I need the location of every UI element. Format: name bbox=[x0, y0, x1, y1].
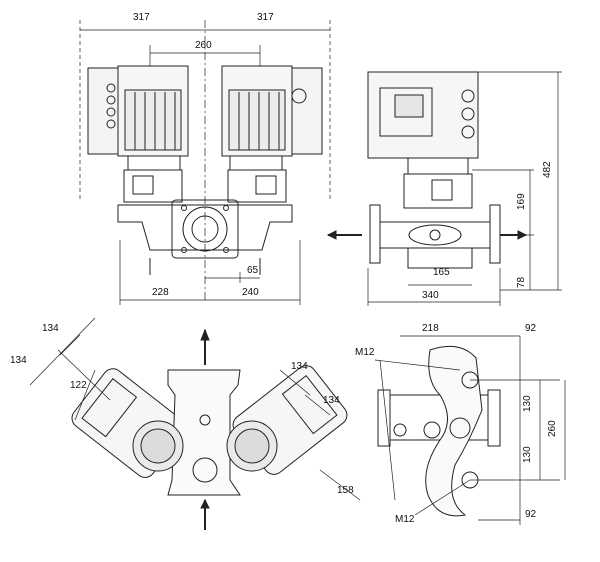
dim-length: 340 bbox=[422, 290, 439, 301]
dim-foot-width-right-top: 92 bbox=[525, 323, 537, 334]
dim-base-right: 240 bbox=[242, 287, 259, 298]
dim-flange-offset: 165 bbox=[433, 267, 450, 278]
dim-motor-width-a: 134 bbox=[42, 323, 59, 334]
dim-base-height: 78 bbox=[516, 276, 527, 288]
top-view bbox=[29, 317, 361, 530]
dim-motor-depth: 122 bbox=[70, 380, 87, 391]
dim-right-length: 158 bbox=[337, 485, 354, 496]
side-view bbox=[326, 71, 562, 306]
dim-motor-width-b: 134 bbox=[10, 355, 27, 366]
dim-right-width-a: 134 bbox=[291, 361, 308, 372]
label-bolt-top: M12 bbox=[355, 347, 375, 358]
dim-foot-half-bottom: 130 bbox=[522, 446, 533, 463]
dim-foot-width-right-bottom: 92 bbox=[525, 509, 537, 520]
dim-right-width-b: 134 bbox=[323, 395, 340, 406]
foot-view bbox=[374, 335, 566, 525]
dim-overall-left: 317 bbox=[133, 12, 150, 23]
dim-center-offset: 65 bbox=[247, 265, 259, 276]
dim-base-left: 228 bbox=[152, 287, 169, 298]
dim-foot-width-left: 218 bbox=[422, 323, 439, 334]
dim-foot-half-top: 130 bbox=[522, 395, 533, 412]
dim-foot-total: 260 bbox=[547, 420, 558, 437]
front-view bbox=[79, 20, 331, 305]
dim-between-heads: 260 bbox=[195, 40, 212, 51]
dim-overall-right: 317 bbox=[257, 12, 274, 23]
dim-total-height: 482 bbox=[542, 161, 553, 178]
label-bolt-bottom: M12 bbox=[395, 514, 415, 525]
dim-port-height: 169 bbox=[516, 193, 527, 210]
